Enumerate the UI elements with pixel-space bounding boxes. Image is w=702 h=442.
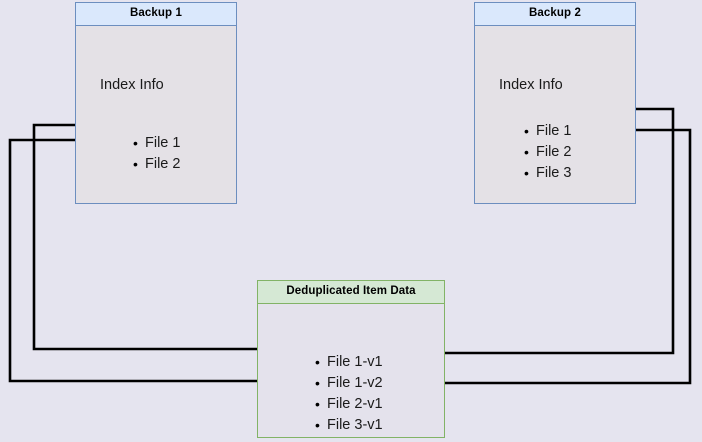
- deduplicated-item-data-box[interactable]: Deduplicated Item Data File 1-v1 File 1-…: [257, 280, 445, 438]
- backup1-body: Index Info File 1 File 2: [76, 26, 236, 203]
- dedup-body: File 1-v1 File 1-v2 File 2-v1 File 3-v1: [258, 304, 444, 437]
- backup1-title: Backup 1: [76, 3, 236, 26]
- backup2-index-info-label: Index Info: [499, 77, 563, 93]
- list-item: File 1-v1: [315, 352, 383, 373]
- backup2-body: Index Info File 1 File 2 File 3: [475, 26, 635, 203]
- list-item: File 3-v1: [315, 415, 383, 436]
- backup1-box[interactable]: Backup 1 Index Info File 1 File 2: [75, 2, 237, 204]
- list-item: File 1-v2: [315, 373, 383, 394]
- dedup-file-list: File 1-v1 File 1-v2 File 2-v1 File 3-v1: [312, 352, 383, 436]
- backup1-index-info-label: Index Info: [100, 77, 164, 93]
- list-item: File 2: [133, 154, 181, 175]
- list-item: File 1: [524, 121, 572, 142]
- backup2-title: Backup 2: [475, 3, 635, 26]
- dedup-title: Deduplicated Item Data: [258, 281, 444, 304]
- backup1-file-list: File 1 File 2: [130, 133, 181, 175]
- backup2-box[interactable]: Backup 2 Index Info File 1 File 2 File 3: [474, 2, 636, 204]
- list-item: File 3: [524, 163, 572, 184]
- list-item: File 1: [133, 133, 181, 154]
- list-item: File 2-v1: [315, 394, 383, 415]
- list-item: File 2: [524, 142, 572, 163]
- backup2-file-list: File 1 File 2 File 3: [521, 121, 572, 184]
